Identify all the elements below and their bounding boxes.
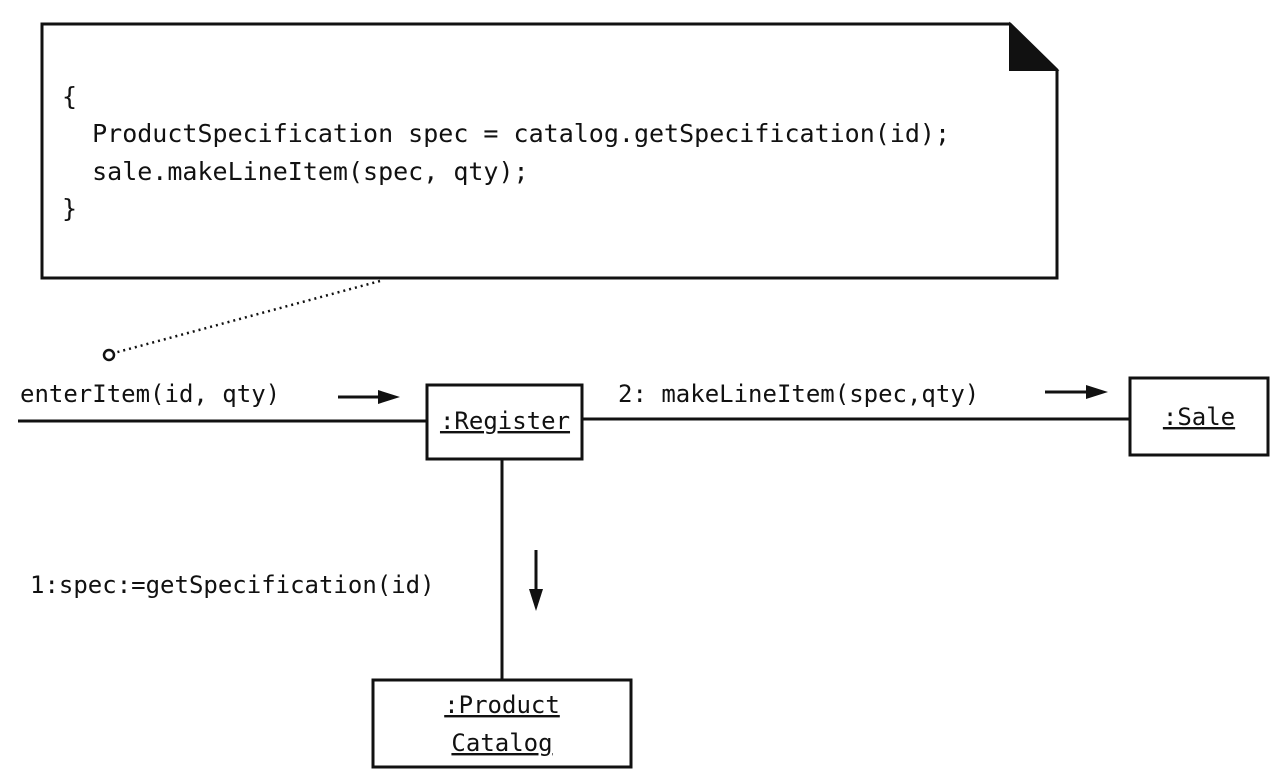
get-specification-arrow (529, 550, 543, 611)
code-note: { ProductSpecification spec = catalog.ge… (40, 21, 1060, 280)
sale-object[interactable]: :Sale (1128, 376, 1270, 457)
note-anchor-circle (102, 348, 116, 362)
code-line-3: sale.makeLineItem(spec, qty); (62, 157, 529, 186)
make-line-item-message-label: 2: makeLineItem(spec,qty) (618, 380, 979, 408)
sale-object-label: :Sale (1163, 403, 1235, 431)
note-anchor-line (113, 279, 381, 355)
product-catalog-label-line-2: Catalog (451, 729, 552, 757)
make-line-item-arrow (1045, 385, 1108, 399)
note-border (40, 22, 1059, 280)
code-line-4: } (62, 194, 77, 223)
note-folded-corner (1009, 21, 1060, 71)
incoming-message-arrow (338, 390, 400, 404)
code-line-2: ProductSpecification spec = catalog.getS… (62, 119, 950, 148)
product-catalog-label-line-1: :Product (444, 691, 560, 719)
register-object[interactable]: :Register (425, 383, 584, 461)
register-object-label: :Register (440, 407, 570, 435)
product-catalog-object[interactable]: :Product Catalog (371, 678, 633, 769)
get-specification-message-label: 1:spec:=getSpecification(id) (30, 571, 435, 599)
code-line-1: { (62, 82, 77, 111)
incoming-message-label: enterItem(id, qty) (20, 380, 280, 408)
